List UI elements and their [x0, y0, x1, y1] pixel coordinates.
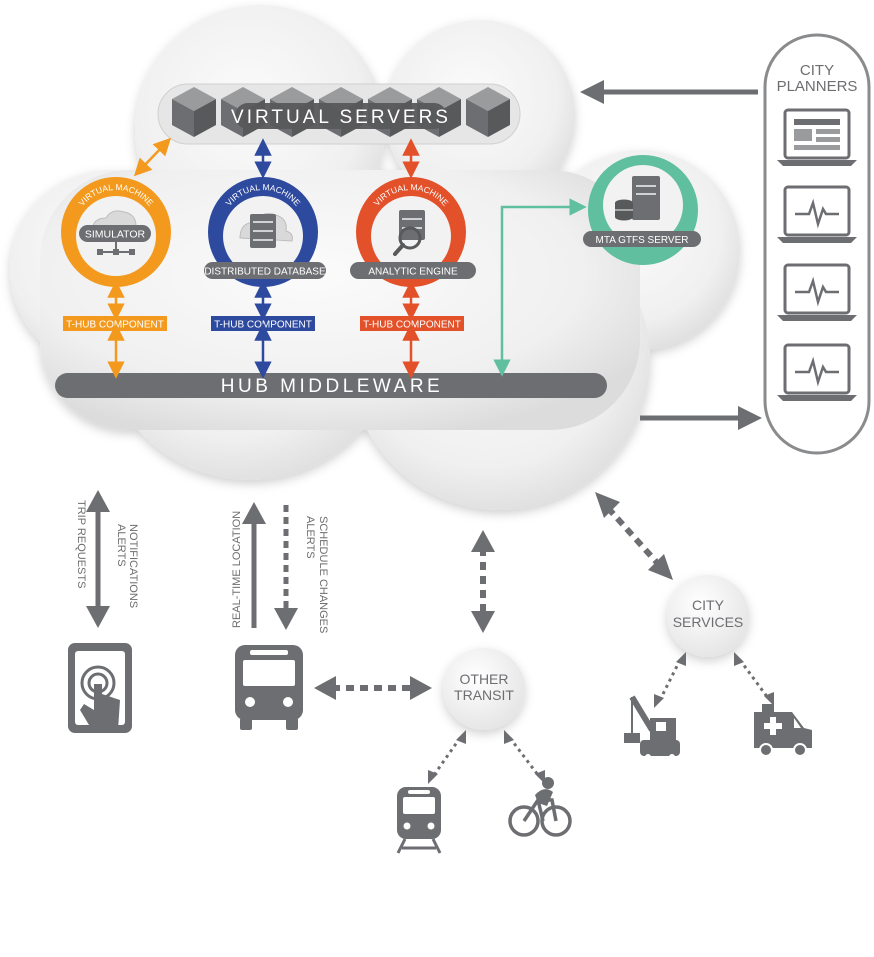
- server-cube-icon: [172, 87, 216, 137]
- virtual-machine-simulator: VIRTUAL MACHINE SIMULATOR T-HUB COMPONEN…: [61, 137, 172, 379]
- database-server-icon: [239, 213, 293, 248]
- arrow-down-icon: [86, 606, 110, 628]
- trip-requests-label: TRIP REQUESTS: [75, 500, 87, 588]
- server-icon: [615, 176, 660, 221]
- virtual-machine-analytic-engine: VIRTUAL MACHINE ANALYTIC ENGINE T-HUB CO…: [350, 138, 476, 379]
- virtual-servers-bar: VIRTUAL SERVERS: [157, 83, 521, 145]
- cloud-city-services-link: [595, 492, 673, 580]
- ambulance-icon: [754, 704, 812, 757]
- machine-name: SIMULATOR: [85, 229, 146, 241]
- machine-name: ANALYTIC ENGINE: [368, 267, 458, 278]
- planner-arrows: [580, 80, 762, 430]
- arrow-down-icon: [274, 608, 298, 630]
- magnifier-server-icon: [393, 210, 425, 256]
- machine-name: DISTRIBUTED DATABASE: [204, 267, 326, 278]
- city-services-line1: CITY: [692, 597, 725, 613]
- bicycle-icon: [508, 777, 572, 837]
- city-planners-title-line2: PLANNERS: [777, 78, 858, 95]
- laptop-monitor-icon: [777, 263, 857, 321]
- notifications-label: NOTIFICATIONS: [127, 524, 139, 608]
- laptops: [777, 108, 857, 401]
- component-label: T-HUB COMPONENT: [66, 320, 164, 331]
- bus-icon: [235, 645, 303, 730]
- hub-middleware-bar: HUB MIDDLEWARE: [55, 373, 607, 398]
- gtfs-server-label: MTA GTFS SERVER: [596, 235, 689, 246]
- alerts-label: ALERTS: [304, 516, 316, 559]
- component-label: T-HUB COMPONENT: [214, 320, 312, 331]
- server-cube-icon: [466, 87, 510, 137]
- cloud-other-transit-link: [471, 530, 495, 633]
- arrow-left-icon: [580, 80, 604, 104]
- schedule-changes-label: SCHEDULE CHANGES: [317, 516, 329, 633]
- dotted-links: [432, 659, 770, 776]
- bus-flow: REAL-TIME LOCATION ALERTS SCHEDULE CHANG…: [231, 502, 329, 633]
- mta-gtfs-server: MTA GTFS SERVER: [493, 155, 701, 377]
- dotted-link-arrowheads: [428, 652, 774, 784]
- realtime-location-label: REAL-TIME LOCATION: [231, 511, 243, 628]
- city-planners-panel: CITY PLANNERS: [763, 33, 871, 455]
- other-transit-node: OTHER TRANSIT: [443, 648, 525, 730]
- laptop-monitor-icon: [777, 185, 857, 243]
- crane-icon: [624, 695, 680, 760]
- other-transit-line1: OTHER: [460, 671, 509, 687]
- component-label: T-HUB COMPONENT: [363, 320, 461, 331]
- train-icon: [396, 787, 442, 854]
- laptop-dashboard-icon: [777, 108, 857, 166]
- city-services-line2: SERVICES: [673, 614, 744, 630]
- alerts-label: ALERTS: [115, 524, 127, 567]
- arrow-up-icon: [242, 502, 266, 524]
- other-transit-line2: TRANSIT: [454, 687, 514, 703]
- trip-requests-flow: TRIP REQUESTS ALERTS NOTIFICATIONS: [75, 490, 139, 628]
- city-planners-title-line1: CITY: [800, 62, 834, 79]
- arrow-up-icon: [86, 490, 110, 512]
- virtual-servers-label: VIRTUAL SERVERS: [231, 107, 451, 128]
- city-services-node: CITY SERVICES: [667, 575, 749, 657]
- laptop-monitor-icon: [777, 343, 857, 401]
- arrow-right-icon: [738, 406, 762, 430]
- hub-middleware-label: HUB MIDDLEWARE: [221, 376, 443, 397]
- virtual-machine-distributed-database: VIRTUAL MACHINE DISTRIBUTED DATABASE T-H…: [204, 138, 326, 379]
- tablet-touch-icon: [68, 643, 132, 733]
- bus-other-transit-link: [314, 676, 432, 700]
